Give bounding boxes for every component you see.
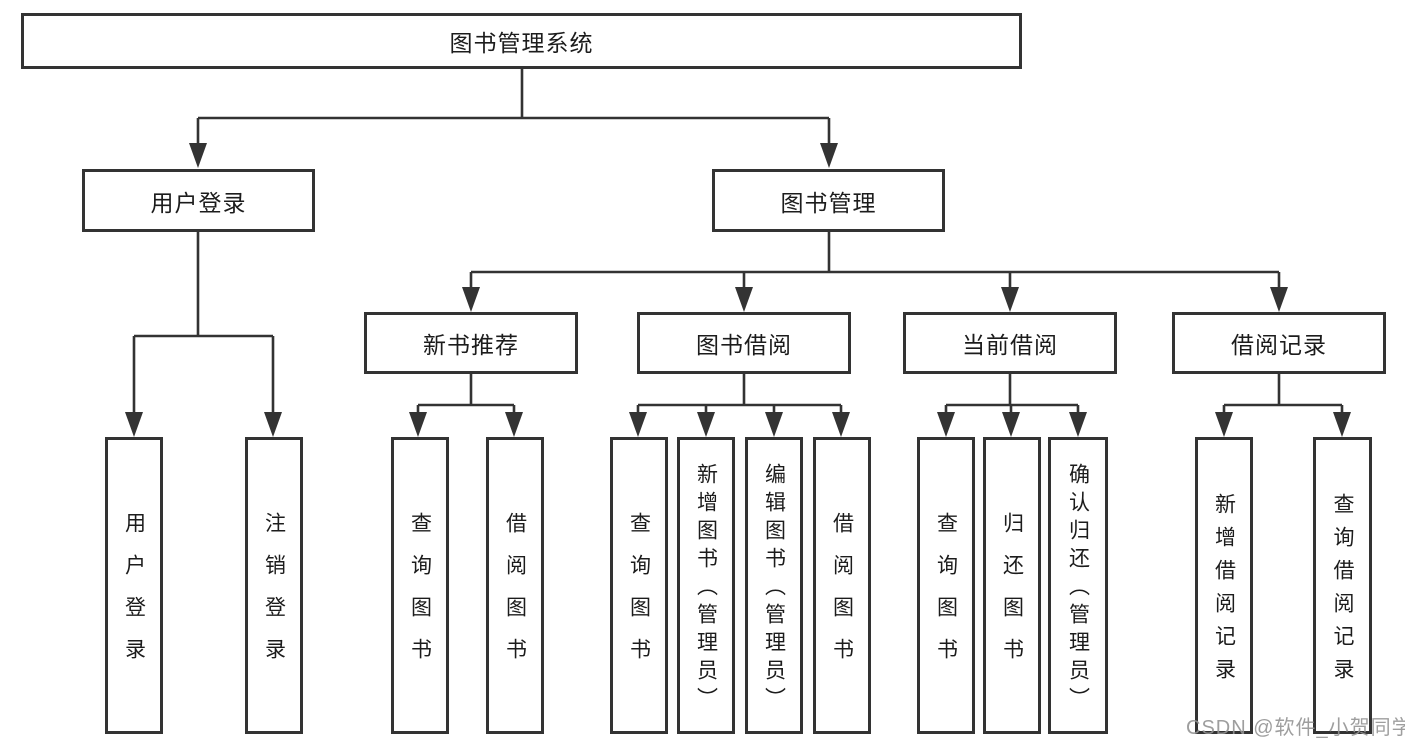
node-root-system: 图书管理系统: [21, 13, 1022, 69]
node-user-login: 用户登录: [82, 169, 315, 232]
leaf-add-book-admin: 新增图书（管理员）: [677, 437, 735, 734]
leaf-return-book: 归还图书: [983, 437, 1041, 734]
node-current-borrowing: 当前借阅: [903, 312, 1117, 374]
leaf-label: 查询图书: [408, 512, 432, 680]
leaf-borrow-books: 借阅图书: [813, 437, 871, 734]
leaf-label: 查询借阅记录: [1331, 492, 1354, 691]
leaf-label: 查询图书: [627, 512, 651, 680]
node-book-borrowing: 图书借阅: [637, 312, 851, 374]
leaf-borrow-books-recommend: 借阅图书: [486, 437, 544, 734]
arrowhead-icons: [125, 143, 1351, 437]
leaf-logout: 注销登录: [245, 437, 303, 734]
leaf-label: 借阅图书: [830, 512, 854, 680]
leaf-label: 借阅图书: [503, 512, 527, 680]
leaf-label: 用户登录: [122, 512, 146, 680]
leaf-label: 归还图书: [1000, 512, 1024, 680]
node-borrow-records: 借阅记录: [1172, 312, 1386, 374]
leaf-label: 新增图书（管理员）: [694, 463, 718, 715]
leaf-label: 确认归还（管理员）: [1066, 463, 1090, 715]
csdn-watermark: CSDN @软件_小贺同学: [1186, 717, 1405, 739]
node-new-book-recommend: 新书推荐: [364, 312, 578, 374]
leaf-edit-book-admin: 编辑图书（管理员）: [745, 437, 803, 734]
leaf-label: 查询图书: [934, 512, 958, 680]
leaf-query-books-borrow: 查询图书: [610, 437, 668, 734]
leaf-query-borrow-record: 查询借阅记录: [1313, 437, 1372, 734]
leaf-query-books-current: 查询图书: [917, 437, 975, 734]
leaf-label: 新增借阅记录: [1212, 492, 1236, 691]
leaf-user-login: 用户登录: [105, 437, 163, 734]
leaf-confirm-return-admin: 确认归还（管理员）: [1048, 437, 1108, 734]
leaf-label: 注销登录: [262, 512, 286, 680]
leaf-add-borrow-record: 新增借阅记录: [1195, 437, 1253, 734]
leaf-query-books-recommend: 查询图书: [391, 437, 449, 734]
node-book-management: 图书管理: [712, 169, 945, 232]
leaf-label: 编辑图书（管理员）: [762, 463, 786, 715]
